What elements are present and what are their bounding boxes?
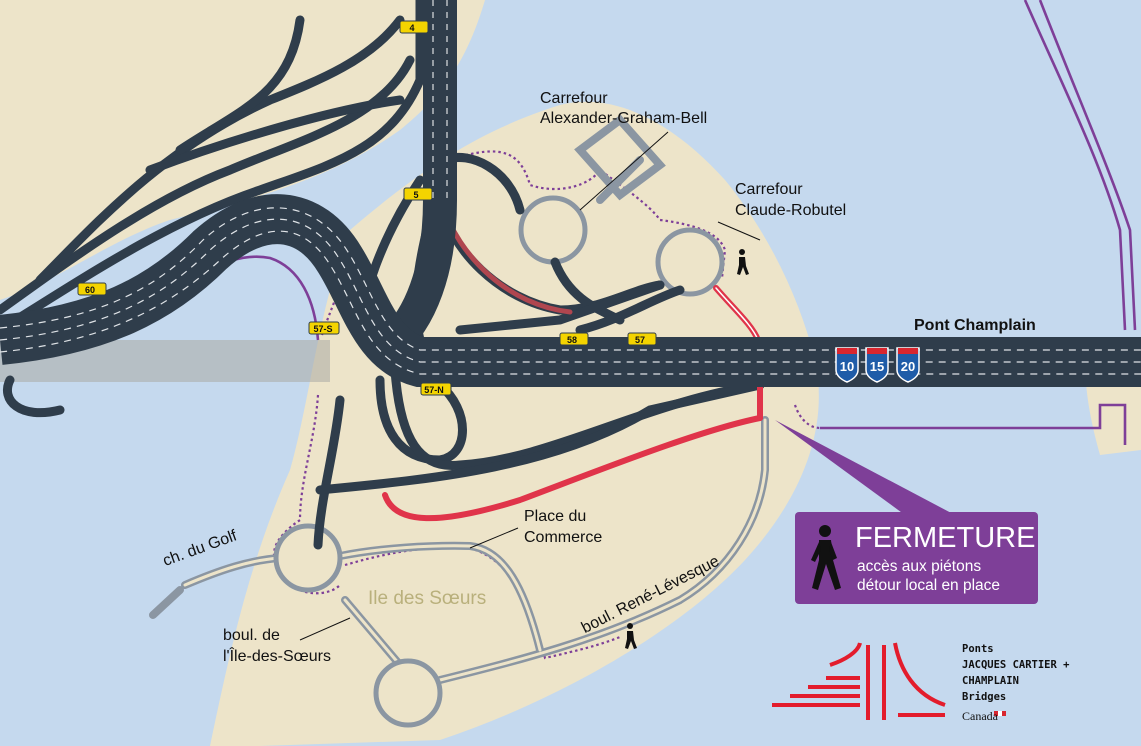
route-marker-60: 60 [77, 282, 107, 296]
roundabouts [273, 195, 725, 728]
route-marker-57s: 57-S [308, 321, 340, 335]
closure-callout: FERMETURE accès aux piétons détour local… [795, 512, 1038, 604]
carrefour-cr-label-2: Claude-Robutel [735, 202, 847, 219]
svg-text:20: 20 [901, 359, 915, 374]
pont-champlain-label: Pont Champlain [914, 317, 1036, 334]
svg-text:57-N: 57-N [424, 385, 444, 395]
place-du-commerce-label-1: Place du [524, 508, 587, 525]
brand-block: Ponts JACQUES CARTIER + CHAMPLAIN Bridge… [962, 641, 1069, 705]
pedestrian-icon [811, 525, 841, 590]
route-marker-4: 4 [399, 20, 429, 34]
shield-20-icon: 20 [896, 347, 920, 383]
callout-line-1: accès aux piétons [857, 558, 982, 575]
boul-ile-label-2: l'Île-des-Sœurs [223, 648, 331, 665]
label-leaders [299, 131, 761, 641]
callout-line-2: détour local en place [857, 577, 1001, 594]
svg-text:15: 15 [870, 359, 884, 374]
svg-text:5: 5 [413, 190, 418, 200]
local-roads [149, 114, 769, 684]
svg-text:57: 57 [635, 335, 645, 345]
place-du-commerce-label-2: Commerce [524, 529, 603, 546]
svg-text:58: 58 [567, 335, 577, 345]
pedestrian-icon [737, 249, 749, 275]
carrefour-cr-label-1: Carrefour [735, 181, 803, 198]
svg-text:4: 4 [409, 23, 414, 33]
shield-10-icon: 10 [835, 347, 859, 383]
callout-title: FERMETURE [855, 522, 1036, 554]
brand-line-1: Ponts [962, 643, 994, 655]
svg-text:60: 60 [85, 285, 95, 295]
pedestrian-icon [625, 623, 637, 649]
ile-des-soeurs-label: Ile des Sœurs [368, 588, 487, 609]
brand-line-3: CHAMPLAIN [962, 675, 1019, 687]
highway-main [0, 194, 1141, 387]
route-marker-57: 57 [627, 332, 657, 346]
brand-line-4: Bridges [962, 691, 1007, 703]
route-markers: 4 5 60 57-S 58 57 57-N [77, 20, 657, 396]
shield-15-icon: 15 [865, 347, 889, 383]
brand-line-2: JACQUES CARTIER + [962, 659, 1070, 671]
canada-flag-icon [994, 711, 1006, 716]
interstate-shields: 10 15 20 [835, 347, 920, 383]
route-marker-5: 5 [403, 187, 433, 201]
svg-text:10: 10 [840, 359, 854, 374]
carrefour-agb-label-1: Carrefour [540, 90, 608, 107]
carrefour-agb-label-2: Alexander-Graham-Bell [540, 110, 708, 127]
svg-text:57-S: 57-S [313, 324, 332, 334]
route-marker-57n: 57-N [420, 382, 452, 396]
route-marker-58: 58 [559, 332, 589, 346]
jccbi-logo-icon [772, 642, 946, 720]
boul-ile-label-1: boul. de [223, 627, 280, 644]
canada-wordmark: Canada [962, 709, 998, 723]
callout-pointer [775, 420, 955, 515]
